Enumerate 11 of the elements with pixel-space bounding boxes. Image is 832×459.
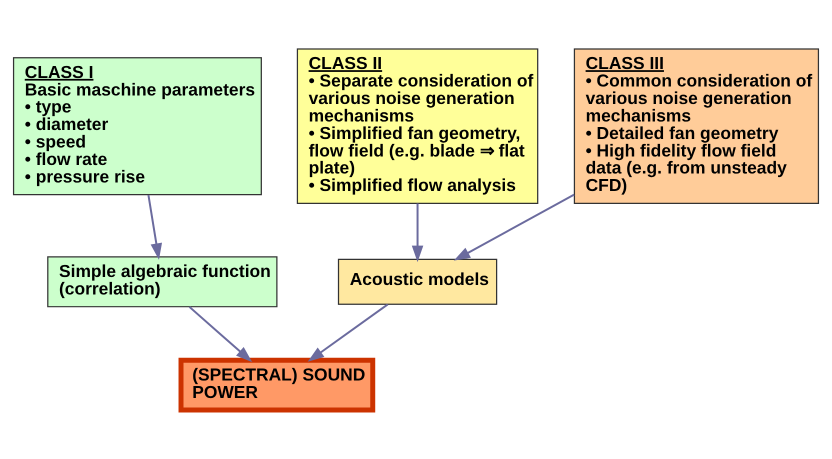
node-box: CLASS III • Common consideration of various noise generation mechanisms • Detailed fan geometry • High fidelity flow field data (e.g. from unsteady CFD) — [574, 48, 820, 204]
arrow — [147, 194, 162, 260]
arrow — [308, 304, 388, 362]
node-box: CLASS II • Separate consideration of various noise generation mechanisms • Simplified fan geometry, flow field (e.g. blade ⇒ flat plate) • Simplified flow analysis — [296, 48, 538, 204]
node-box: CLASS I Basic maschine parameters • type • diameter • speed • flow rate • pressure rise — [12, 57, 262, 196]
arrow — [412, 204, 424, 262]
node-box: Acoustic models — [338, 258, 498, 305]
node-box: (SPECTRAL) SOUND POWER — [178, 358, 376, 412]
arrow — [454, 194, 575, 261]
arrow — [188, 306, 252, 362]
node-box: Simple algebraic function (correlation) — [47, 256, 278, 308]
